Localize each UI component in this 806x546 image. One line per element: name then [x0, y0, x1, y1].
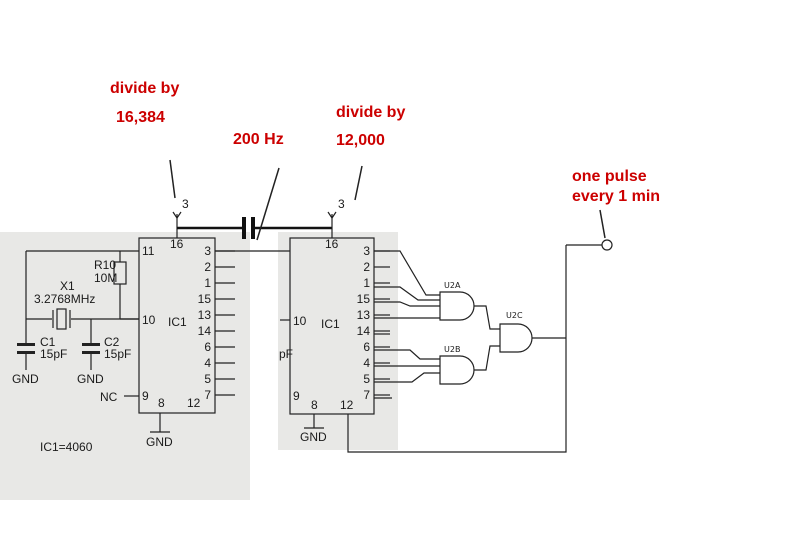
ic-left-top-pin-3: 3: [182, 197, 189, 211]
u2a-and-gate: [439, 291, 475, 321]
ic-left-part: IC1=4060: [40, 440, 93, 454]
ic-left-pin-12: 12: [187, 396, 201, 410]
oscillator-network: R10 10M X1 3.2768MHz C1 15pF GND C2 15pF…: [12, 250, 139, 386]
c2-capacitor-top: [82, 343, 100, 346]
ic-left-pin-number: 13: [198, 308, 212, 322]
annotation-freq: 200 Hz: [233, 131, 284, 148]
ic-right-cut-text: pF: [279, 347, 293, 361]
ic-right-pin-number: 14: [357, 324, 371, 338]
ic-left-pin-number: 4: [204, 356, 211, 370]
ic-right-pin-number: 7: [363, 388, 370, 402]
ic-right-pin-number: 3: [363, 244, 370, 258]
ic-right-pin-number: 6: [363, 340, 370, 354]
c1-capacitor-top: [17, 343, 35, 346]
annotation-divide2-line1: divide by: [336, 104, 405, 121]
ic-left-pin-number: 15: [198, 292, 212, 306]
u2c-label: U2C: [506, 311, 523, 320]
left-paper-scan: [0, 232, 250, 500]
annotation-pulse-line2: every 1 min: [572, 188, 660, 205]
gnd2-label: GND: [77, 372, 104, 386]
ic-right-pin-number: 15: [357, 292, 371, 306]
ic-right-name: IC1: [321, 317, 340, 331]
ic-left-pin-10: 10: [142, 313, 156, 327]
ic-left-pin-number: 6: [204, 340, 211, 354]
ic-right-pin-9: 9: [293, 389, 300, 403]
c1-capacitor-bottom: [17, 351, 35, 354]
ic-left-pin-number: 2: [204, 260, 211, 274]
pointer-freq: [256, 167, 280, 241]
pointer-pulse: [599, 209, 606, 239]
ic-right-top-pin-3: 3: [338, 197, 345, 211]
ic-right-pin-number: 5: [363, 372, 370, 386]
annotation-divide1-line2: 16,384: [116, 109, 165, 126]
ic-right-pin-16: 16: [325, 237, 339, 251]
ic-right-pin-12: 12: [340, 398, 354, 412]
ic-right-pin-8: 8: [311, 398, 318, 412]
x1-crystal: [56, 308, 67, 330]
ic-right-pin-number: 2: [363, 260, 370, 274]
ic-left: 3 16 11 10 IC1 NC 9 8 12 GND IC1=4060: [40, 197, 216, 454]
ic-left-name: IC1: [168, 315, 187, 329]
ic-right-pin-number: 4: [363, 356, 370, 370]
ic-left-pin-number: 3: [204, 244, 211, 258]
x1-value: 3.2768MHz: [34, 292, 95, 306]
c1-value: 15pF: [40, 347, 67, 361]
c2-capacitor-bottom: [82, 351, 100, 354]
u2b-label: U2B: [444, 345, 460, 354]
ic-right: 3 16 10 IC1 pF 9 8 12 GND: [279, 197, 375, 444]
pointer-divide2: [354, 165, 363, 201]
output-terminal: [601, 239, 613, 251]
ic-left-pin-16: 16: [170, 237, 184, 251]
ic-left-pin-8: 8: [158, 396, 165, 410]
u2b-and-gate: [439, 355, 475, 385]
r10-label: R10: [94, 258, 116, 272]
u2a-label: U2A: [444, 281, 461, 290]
ic-left-pin-11: 11: [142, 244, 155, 258]
right-paper-scan: [278, 232, 398, 450]
ic-left-pin-9: 9: [142, 389, 149, 403]
ic-right-gnd: GND: [300, 430, 327, 444]
ic-left-gnd: GND: [146, 435, 173, 449]
c2-value: 15pF: [104, 347, 131, 361]
ic-left-pin-number: 14: [198, 324, 212, 338]
ic-left-pin-number: 5: [204, 372, 211, 386]
ic-left-pin-number: 7: [204, 388, 211, 402]
ic-right-pin-number: 13: [357, 308, 371, 322]
annotation-divide1-line1: divide by: [110, 80, 179, 97]
ic-left-pin-number: 1: [204, 276, 211, 290]
ic-left-nc: NC: [100, 390, 118, 404]
annotation-pulse-line1: one pulse: [572, 168, 647, 185]
u2c-and-gate: [499, 323, 533, 353]
pointer-divide1: [169, 159, 176, 199]
c1-label: C1: [40, 335, 56, 349]
ic-right-pin-number: 1: [363, 276, 370, 290]
gnd1-label: GND: [12, 372, 39, 386]
r10-value: 10M: [94, 271, 117, 285]
x1-label: X1: [60, 279, 75, 293]
c2-label: C2: [104, 335, 120, 349]
annotation-divide2-line2: 12,000: [336, 132, 385, 149]
logic-gates: U2A U2B U2C: [347, 239, 613, 453]
ic-right-pin-10: 10: [293, 314, 307, 328]
